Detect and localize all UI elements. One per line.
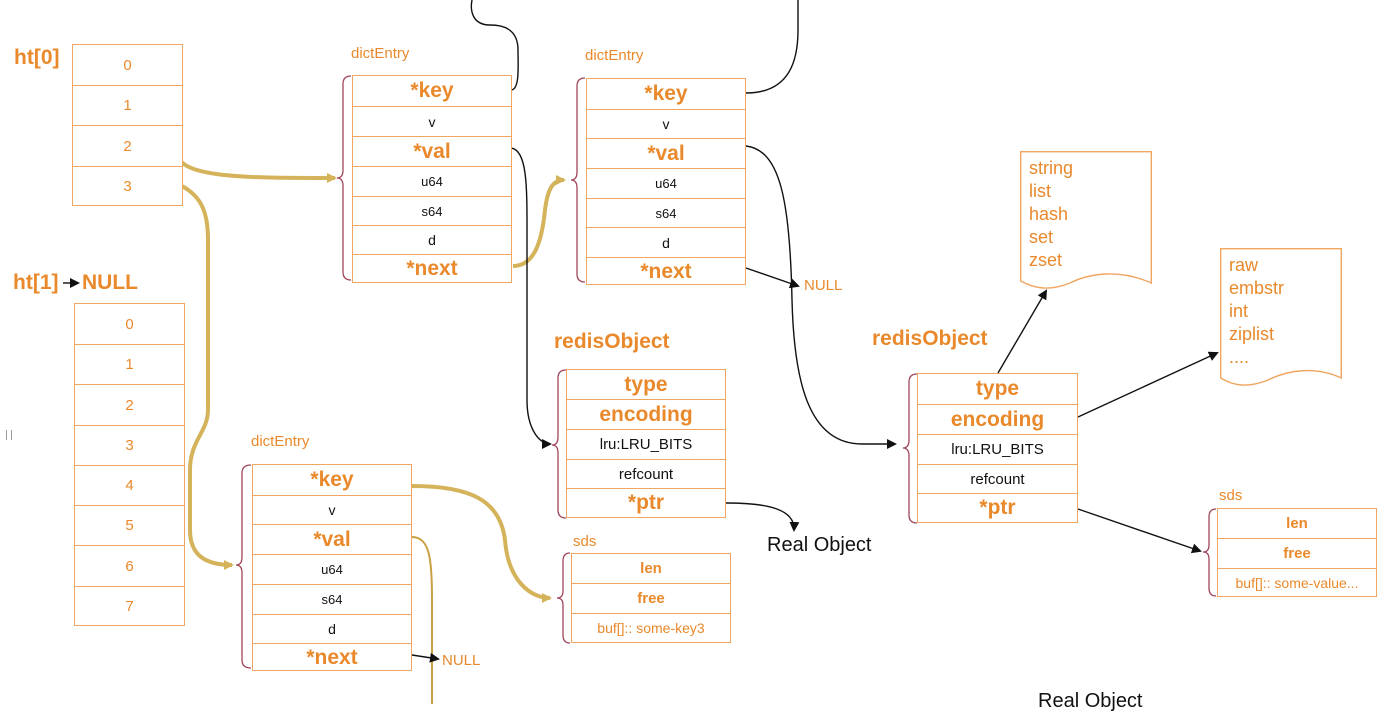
encoding-item: raw <box>1229 255 1259 275</box>
document-shape <box>1020 151 1152 289</box>
field-v: v <box>353 106 511 136</box>
sds-label: sds <box>1219 487 1243 504</box>
encodings-document: raw embstr int ziplist .... <box>1220 248 1342 388</box>
type-item: list <box>1029 181 1051 201</box>
field-type: type <box>975 377 1020 400</box>
ht1-slot: 7 <box>75 586 184 626</box>
field-buf: buf[]:: some-value... <box>1218 568 1376 596</box>
ht0-slot: 1 <box>73 85 182 125</box>
ht1-slot: 4 <box>75 465 184 505</box>
redis-object-2: type encoding lru:LRU_BITS refcount *ptr <box>917 373 1078 523</box>
field-buf: buf[]:: some-key3 <box>572 613 730 642</box>
field-v: v <box>253 495 411 524</box>
ht0-slot: 0 <box>123 56 132 74</box>
field-len: len <box>1286 515 1308 532</box>
field-u64: u64 <box>353 166 511 196</box>
field-key: *key <box>644 82 688 105</box>
field-key: *key <box>310 468 354 491</box>
field-v: v <box>587 109 745 138</box>
ht1-slot: 6 <box>75 545 184 586</box>
field-val: *val <box>587 138 745 168</box>
field-s64: s64 <box>353 196 511 225</box>
redis-object-label: redisObject <box>554 330 670 353</box>
ht1-slot: 5 <box>75 505 184 545</box>
splitter-handle[interactable] <box>6 430 12 440</box>
document-shape <box>1220 248 1342 386</box>
gold-arrows <box>175 147 566 603</box>
field-encoding: encoding <box>567 399 725 429</box>
redis-object-label: redisObject <box>872 327 988 350</box>
encodings-list: raw embstr int ziplist .... <box>1229 254 1284 369</box>
dict-entry-1: *key v *val u64 s64 d *next <box>352 75 512 283</box>
types-document: string list hash set zset <box>1020 151 1152 291</box>
field-key: *key <box>410 79 454 102</box>
type-item: zset <box>1029 250 1063 270</box>
type-item: string <box>1029 158 1074 178</box>
real-object-label: Real Object <box>767 534 872 556</box>
ht0-label: ht[0] <box>14 46 60 69</box>
sds-2: len free buf[]:: some-value... <box>1217 508 1377 597</box>
ht1-slot: 2 <box>75 384 184 425</box>
ht1-table: 0 1 2 3 4 5 6 7 <box>74 303 185 626</box>
type-item: set <box>1029 227 1054 247</box>
field-d: d <box>587 227 745 257</box>
field-lru: lru:LRU_BITS <box>918 434 1077 464</box>
black-arrows <box>63 0 1219 663</box>
field-u64: u64 <box>587 168 745 198</box>
ht1-label: ht[1] <box>13 271 59 294</box>
field-val: *val <box>253 524 411 554</box>
field-s64: s64 <box>587 198 745 227</box>
ht0-slot: 3 <box>73 166 182 206</box>
ht1-slot: 3 <box>75 425 184 465</box>
sds-label: sds <box>573 533 597 550</box>
field-len: len <box>640 560 662 577</box>
real-object-label: Real Object <box>1038 690 1143 712</box>
dict-entry-label: dictEntry <box>251 433 310 450</box>
ht0-slot: 2 <box>73 125 182 166</box>
dict-entry-label: dictEntry <box>351 45 410 62</box>
entry-brackets <box>235 75 1217 669</box>
dict-entry-3: *key v *val u64 s64 d *next <box>252 464 412 671</box>
null-label: NULL <box>442 652 481 669</box>
field-lru: lru:LRU_BITS <box>567 429 725 459</box>
type-item: hash <box>1029 204 1069 224</box>
field-type: type <box>624 372 668 396</box>
field-val: *val <box>353 136 511 166</box>
ht1-slot: 0 <box>125 315 134 333</box>
encoding-item: .... <box>1229 347 1250 367</box>
ht1-slot: 1 <box>75 344 184 384</box>
field-next: *next <box>587 257 745 285</box>
sds-1: len free buf[]:: some-key3 <box>571 553 731 643</box>
ht0-table: 0 1 2 3 <box>72 44 183 206</box>
types-list: string list hash set zset <box>1029 157 1073 272</box>
ht1-null: NULL <box>82 271 138 294</box>
encoding-item: ziplist <box>1229 324 1275 344</box>
field-free: free <box>1218 538 1376 568</box>
val-link-down <box>411 536 433 704</box>
dict-entry-2: *key v *val u64 s64 d *next <box>586 78 746 285</box>
field-next: *next <box>353 254 511 283</box>
redis-object-1: type encoding lru:LRU_BITS refcount *ptr <box>566 369 726 518</box>
field-s64: s64 <box>253 584 411 614</box>
field-refcount: refcount <box>918 464 1077 493</box>
field-free: free <box>572 583 730 613</box>
field-d: d <box>253 614 411 643</box>
field-ptr: *ptr <box>567 488 725 517</box>
field-encoding: encoding <box>918 404 1077 434</box>
dict-entry-label: dictEntry <box>585 47 644 64</box>
field-next: *next <box>253 643 411 671</box>
field-d: d <box>353 225 511 254</box>
field-ptr: *ptr <box>918 493 1077 522</box>
encoding-item: int <box>1229 301 1249 321</box>
field-refcount: refcount <box>567 459 725 488</box>
field-u64: u64 <box>253 554 411 584</box>
encoding-item: embstr <box>1229 278 1285 298</box>
null-label: NULL <box>804 277 843 294</box>
